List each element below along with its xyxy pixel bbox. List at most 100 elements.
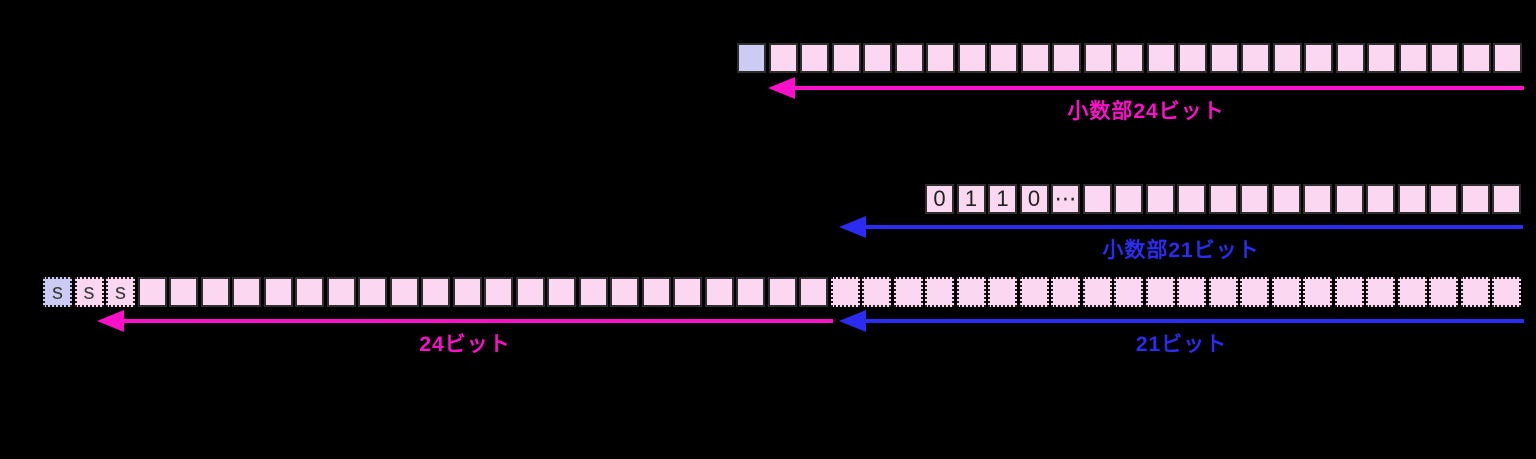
bit-cell (1020, 43, 1050, 73)
bit-cell (1145, 277, 1175, 307)
bit-cell-1: 1 (988, 184, 1017, 214)
bit-cell (1241, 43, 1270, 73)
bit-cell (137, 277, 167, 307)
bit-cell (799, 277, 828, 307)
bit-cell (831, 43, 861, 73)
arrow-fraction-21-label: 小数部21ビット (1102, 239, 1260, 262)
bit-cell (767, 277, 797, 307)
bit-cell (737, 43, 766, 73)
bit-cell (894, 43, 924, 73)
bit-cell (1082, 277, 1112, 307)
bit-cell (1335, 43, 1365, 73)
sign-bit-label: s (115, 279, 126, 304)
bit-cell (1334, 184, 1364, 214)
bit-cell (957, 43, 987, 73)
bit-cell (768, 43, 798, 73)
bit-cell (1461, 43, 1491, 73)
bit-cell (1303, 184, 1332, 214)
bit-cell-1: 1 (956, 184, 986, 214)
left-arrowhead-icon (839, 216, 866, 238)
bit-cell (1208, 277, 1238, 307)
bit-cell-⋯: ⋯ (1051, 184, 1080, 214)
bit-cell (673, 277, 702, 307)
bit-cell (1051, 277, 1080, 307)
bit-cell (578, 277, 608, 307)
bit-cell (389, 277, 419, 307)
bit-cell (484, 277, 513, 307)
arrow-24-bits: 24ビット (97, 309, 833, 356)
bit-cell (1397, 184, 1427, 214)
bit-cell (1208, 184, 1238, 214)
bit-cell (358, 277, 387, 307)
bit-cell (1240, 277, 1269, 307)
bit-row-fraction-24 (737, 43, 1522, 73)
bit-cell-s: s (43, 277, 72, 307)
bit-cell (610, 277, 639, 307)
bit-cell (326, 277, 356, 307)
bit-cell (1303, 277, 1332, 307)
bit-cell (1429, 277, 1458, 307)
bit-cell (1460, 184, 1490, 214)
bit-cell (200, 277, 230, 307)
bit-cell (1397, 277, 1427, 307)
bit-cell (1146, 43, 1176, 73)
bit-cell (515, 277, 545, 307)
arrow-line (786, 86, 1524, 90)
bit-cell (263, 277, 293, 307)
bit-cell (1398, 43, 1428, 73)
bit-cell (452, 277, 482, 307)
arrow-21-bits: 21ビット (839, 309, 1524, 356)
bit-cell (956, 277, 986, 307)
bit-cell (169, 277, 198, 307)
bit-cell (704, 277, 734, 307)
bit-cell (1083, 43, 1113, 73)
bit-cell (1209, 43, 1239, 73)
bit-cell (926, 43, 955, 73)
bit-cell (1429, 184, 1458, 214)
left-arrowhead-icon (839, 310, 866, 332)
bit-cell (547, 277, 576, 307)
arrow-fraction-21: 小数部21ビット (839, 215, 1523, 262)
bit-cell (1178, 43, 1207, 73)
bit-cell (1271, 184, 1301, 214)
bit-cell (1114, 184, 1143, 214)
bit-cell (989, 43, 1018, 73)
bit-cell (1493, 43, 1522, 73)
bit-cell (1367, 43, 1396, 73)
bit-cell (1240, 184, 1269, 214)
sign-bit-label: s (52, 279, 63, 304)
bit-cell (1492, 184, 1521, 214)
bit-cell (830, 277, 860, 307)
left-arrowhead-icon (97, 310, 124, 332)
sign-bit-label: s (83, 279, 95, 304)
bit-cell-0: 0 (925, 184, 954, 214)
bit-cell (1430, 43, 1459, 73)
bit-cell (295, 277, 324, 307)
bit-cell (1145, 184, 1175, 214)
arrow-line (857, 319, 1524, 323)
bit-cell (1115, 43, 1144, 73)
bit-cell (1271, 277, 1301, 307)
bit-cell (1366, 184, 1395, 214)
bit-cell-s: s (74, 277, 104, 307)
bit-cell (1366, 277, 1395, 307)
bit-cell (1272, 43, 1302, 73)
bit-cell (641, 277, 671, 307)
bit-cell (1177, 184, 1206, 214)
bit-cell-0: 0 (1019, 184, 1049, 214)
bit-cell (1052, 43, 1081, 73)
bit-cell (925, 277, 954, 307)
arrow-fraction-24-label: 小数部24ビット (1067, 100, 1225, 123)
arrow-21-bits-label: 21ビット (1135, 333, 1228, 356)
bit-cell (1304, 43, 1333, 73)
bit-cell (863, 43, 892, 73)
bit-cell (736, 277, 765, 307)
bit-cell (1019, 277, 1049, 307)
bit-cell (232, 277, 261, 307)
bit-cell (1082, 184, 1112, 214)
bit-cell (1177, 277, 1206, 307)
bit-cell (862, 277, 891, 307)
bit-cell (988, 277, 1017, 307)
